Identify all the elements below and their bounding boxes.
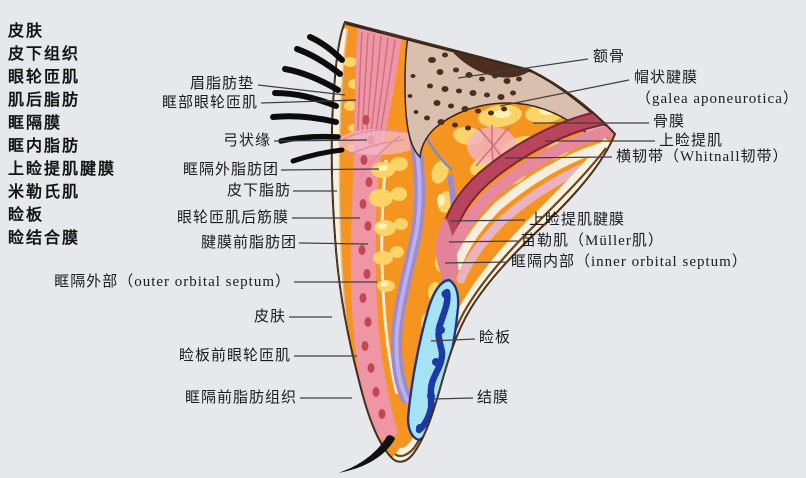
label-preaponeurotic-fat-pad: 腱膜前脂肪团 [200,235,297,251]
label-whitnall-ligament: 横韧带（Whitnall韧带） [616,149,789,165]
label-subcutaneous-fat: 皮下脂肪 [226,183,291,199]
outline-stroke [331,22,615,462]
muller-muscle [435,218,459,284]
legend-item-retromuscular-fat: 肌后脂肪 [8,92,81,109]
label-orbital-orbicularis: 眶部眼轮匝肌 [161,95,258,111]
legend-item-palpebral-conjunctiva: 睑结合膜 [8,230,81,247]
label-levator-muscle: 上睑提肌 [659,133,724,149]
label-muller-muscle: 苗勒肌（Müller肌） [521,233,664,249]
leader-lines-right [430,58,655,400]
leader-lines-left [257,84,380,399]
label-retroorbicularis-fascia: 眼轮匝肌后筋膜 [176,210,289,226]
label-galea-aponeurotica: 帽状腱膜 [634,70,699,86]
label-outer-orbital-septum: 眶隔外部（outer orbital septum） [54,274,291,290]
eyebrow-hairs [270,34,345,164]
label-arcus-marginalis: 弓状缘 [222,133,271,149]
label-skin: 皮肤 [253,309,286,325]
label-extraseptal-fat-pad: 眶隔外脂肪团 [182,162,279,178]
tarsal-plate [406,278,460,442]
legend-item-orbicularis: 眼轮匝肌 [8,69,81,86]
label-brow-fat-pad: 眉脂肪垫 [189,76,254,92]
legend-item-muller-muscle: 米勒氏肌 [8,184,81,201]
arcus-marginalis-fascia [338,129,418,179]
levator-muscle-bands [440,108,615,284]
layer-legend-list: 皮肤 皮下组织 眼轮匝肌 肌后脂肪 眶隔膜 眶内脂肪 上睑提肌腱膜 米勒氏肌 睑… [8,20,116,250]
label-frontal-bone: 额骨 [593,49,626,65]
eyelash [338,435,395,473]
legend-item-tarsus: 睑板 [8,207,45,224]
label-tarsal-plate: 睑板 [479,330,512,346]
label-preseptal-fat-tissue: 眶隔前脂肪组织 [184,390,297,406]
legend-item-orbital-septum: 眶隔膜 [8,115,63,132]
orbicularis-muscle-band [350,26,402,441]
legend-item-levator-aponeurosis: 上睑提肌腱膜 [8,161,117,178]
legend-item-intraorbital-fat: 眶内脂肪 [8,138,81,155]
legend-item-skin: 皮肤 [8,23,45,40]
label-periosteum: 骨膜 [653,114,686,130]
label-conjunctiva: 结膜 [477,390,510,406]
meibomian-gland [415,288,451,434]
label-inner-orbital-septum: 眶隔内部（inner orbital septum） [511,254,748,270]
label-levator-aponeurosis: 上睑提肌腱膜 [529,212,626,228]
label-pretarsal-orbicularis: 睑板前眼轮匝肌 [178,348,291,364]
legend-item-subcutaneous-tissue: 皮下组织 [8,46,81,63]
label-galea-aponeurotica-latin: （galea aponeurotica） [636,91,799,107]
